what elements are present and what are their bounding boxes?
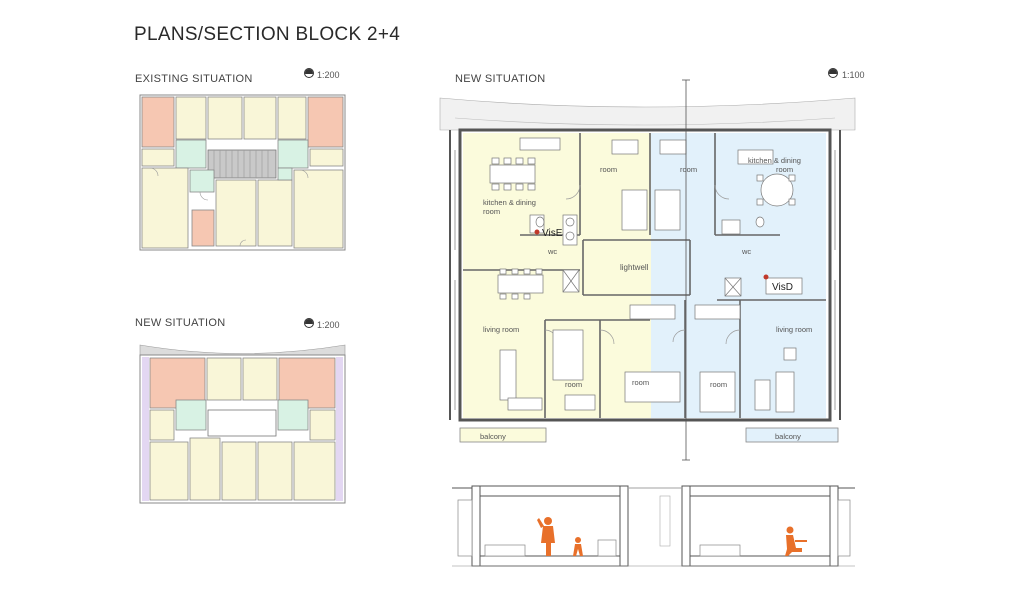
small-new-plan-scale: 1:200 — [317, 320, 340, 330]
room-label-top-right: room — [680, 165, 697, 174]
room-label-balcony-left: balcony — [480, 432, 506, 441]
section-drawing — [452, 485, 855, 567]
large-plan: kitchen & dining room room room kitchen … — [439, 79, 856, 461]
large-plan-heading: NEW SITUATION — [455, 73, 546, 85]
existing-plan-heading: EXISTING SITUATION — [135, 73, 253, 85]
room-label-bottom-2: room — [632, 378, 649, 387]
view-marker-d-label: VisD — [772, 282, 793, 293]
room-label-bottom-1: room — [565, 380, 582, 389]
north-arrow-icon — [304, 68, 314, 78]
room-label-kitchen-left: kitchen & dining — [483, 198, 536, 207]
north-arrow-icon — [304, 318, 314, 328]
room-label-living-right: living room — [776, 325, 812, 334]
room-label-wc-left: wc — [547, 247, 557, 256]
existing-plan — [139, 94, 346, 251]
small-new-plan — [139, 344, 346, 504]
view-marker-e-label: VisE — [542, 228, 563, 239]
room-label-top-left: room — [600, 165, 617, 174]
large-plan-scale: 1:100 — [842, 70, 865, 80]
room-label-kitchen-right-2: room — [776, 165, 793, 174]
page-title: PLANS/SECTION BLOCK 2+4 — [134, 24, 401, 45]
room-label-kitchen-right: kitchen & dining — [748, 156, 801, 165]
room-label-wc-right: wc — [741, 247, 751, 256]
room-label-living-left: living room — [483, 325, 519, 334]
north-arrow-icon — [828, 68, 838, 78]
room-label-bottom-3: room — [710, 380, 727, 389]
room-label-lightwell: lightwell — [620, 263, 649, 272]
room-label-kitchen-left-2: room — [483, 207, 500, 216]
view-marker-d-icon — [763, 274, 769, 280]
human-figures — [537, 517, 807, 556]
small-new-plan-heading: NEW SITUATION — [135, 317, 226, 329]
room-label-balcony-right: balcony — [775, 432, 801, 441]
existing-plan-scale: 1:200 — [317, 70, 340, 80]
view-marker-e-icon — [534, 229, 540, 235]
